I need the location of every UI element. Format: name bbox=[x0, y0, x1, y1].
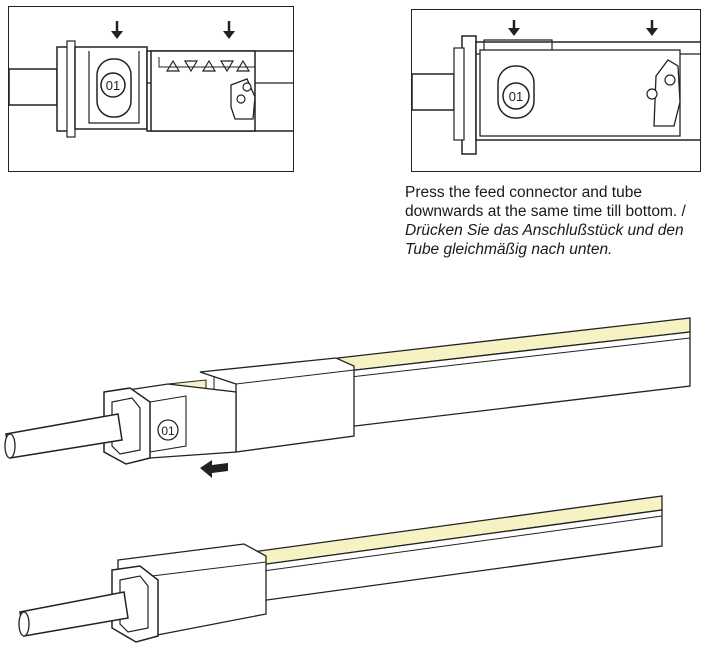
assembly-drawing-sliding: 01 bbox=[4, 317, 691, 478]
down-arrow-icon bbox=[111, 21, 123, 39]
assembly-illustration-sliding: 01 bbox=[0, 300, 712, 490]
diagram-panel-after-press: 01 bbox=[411, 9, 701, 172]
down-arrow-icon bbox=[508, 20, 520, 36]
connector-detail-before: 01 bbox=[9, 21, 293, 138]
down-arrow-icon bbox=[646, 20, 658, 36]
connector-number-label: 01 bbox=[106, 78, 120, 93]
connector-number-label: 01 bbox=[509, 89, 523, 104]
down-arrow-icon bbox=[223, 21, 235, 39]
connector-number-label: 01 bbox=[161, 424, 175, 438]
power-cable bbox=[19, 591, 129, 637]
left-arrow-icon bbox=[200, 460, 228, 478]
assembly-illustration-complete bbox=[0, 480, 712, 662]
assembly-drawing-complete bbox=[18, 495, 663, 643]
instruction-german: Drücken Sie das Anschlußstück und den Tu… bbox=[405, 222, 684, 258]
instruction-caption: Press the feed connector and tube downwa… bbox=[405, 183, 710, 259]
diagram-panel-before-press: 01 bbox=[8, 6, 294, 172]
instruction-english: Press the feed connector and tube downwa… bbox=[405, 184, 686, 220]
connector-detail-after: 01 bbox=[412, 20, 700, 155]
